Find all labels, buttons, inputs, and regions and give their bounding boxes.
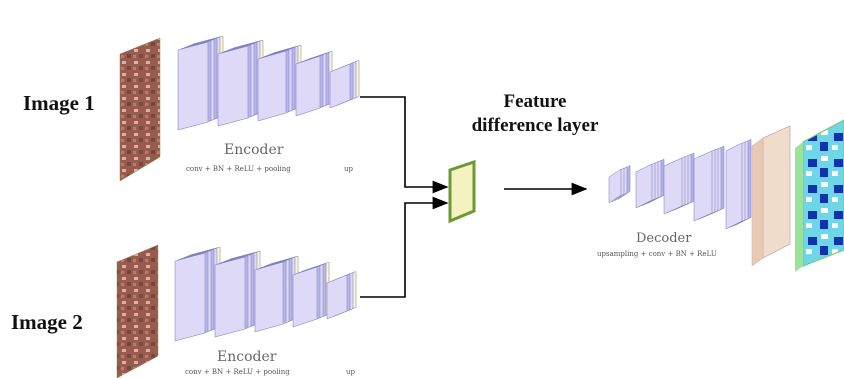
encoder-bottom-title: Encoder <box>217 349 277 365</box>
feature-title-line1: Feature <box>503 91 567 112</box>
encTop-layer-4 <box>295 50 333 117</box>
encBot-layer-1 <box>174 246 221 342</box>
decoder-layer-2 <box>635 158 665 209</box>
arrow-top-to-feature <box>360 96 449 194</box>
encTop-layer-3 <box>257 44 302 122</box>
prediction-layer <box>751 125 791 267</box>
decoder-layer-4 <box>693 145 725 222</box>
input-image-1 <box>119 37 161 182</box>
decoder-layer-3 <box>663 152 695 215</box>
encoder-top-tail: up <box>344 165 353 173</box>
encBot-layer-5 <box>326 271 357 320</box>
encBot-layer-4 <box>292 261 330 328</box>
image-1-label: Image 1 <box>23 91 95 115</box>
encoder-bottom-tail: up <box>346 368 355 376</box>
encoder-bottom-subtitle: conv + BN + ReLU + pooling <box>185 368 290 376</box>
encBot-layer-2 <box>214 250 261 338</box>
arrow-bottom-to-feature <box>360 196 449 298</box>
input-image-2 <box>116 244 159 378</box>
encTop-layer-5 <box>329 60 360 109</box>
encoder-top-subtitle: conv + BN + ReLU + pooling <box>186 165 291 173</box>
encTop-layer-1 <box>177 35 224 131</box>
decoder-layer-5 <box>725 138 752 230</box>
decoder-layer-1 <box>608 164 631 204</box>
output-segmentation-map <box>795 119 844 272</box>
decoder-blocks <box>608 138 752 230</box>
encoder-top-blocks <box>177 35 360 131</box>
encTop-layer-2 <box>217 39 264 127</box>
encoder-bottom-blocks <box>174 246 357 342</box>
encBot-layer-3 <box>254 255 299 333</box>
decoder-subtitle: upsampling + conv + BN + ReLU <box>597 250 717 258</box>
feature-difference-block <box>448 159 476 224</box>
image-2-label: Image 2 <box>11 310 83 334</box>
feature-title-line2: difference layer <box>471 115 599 136</box>
encoder-top-title: Encoder <box>224 142 284 158</box>
decoder-title: Decoder <box>636 231 692 246</box>
